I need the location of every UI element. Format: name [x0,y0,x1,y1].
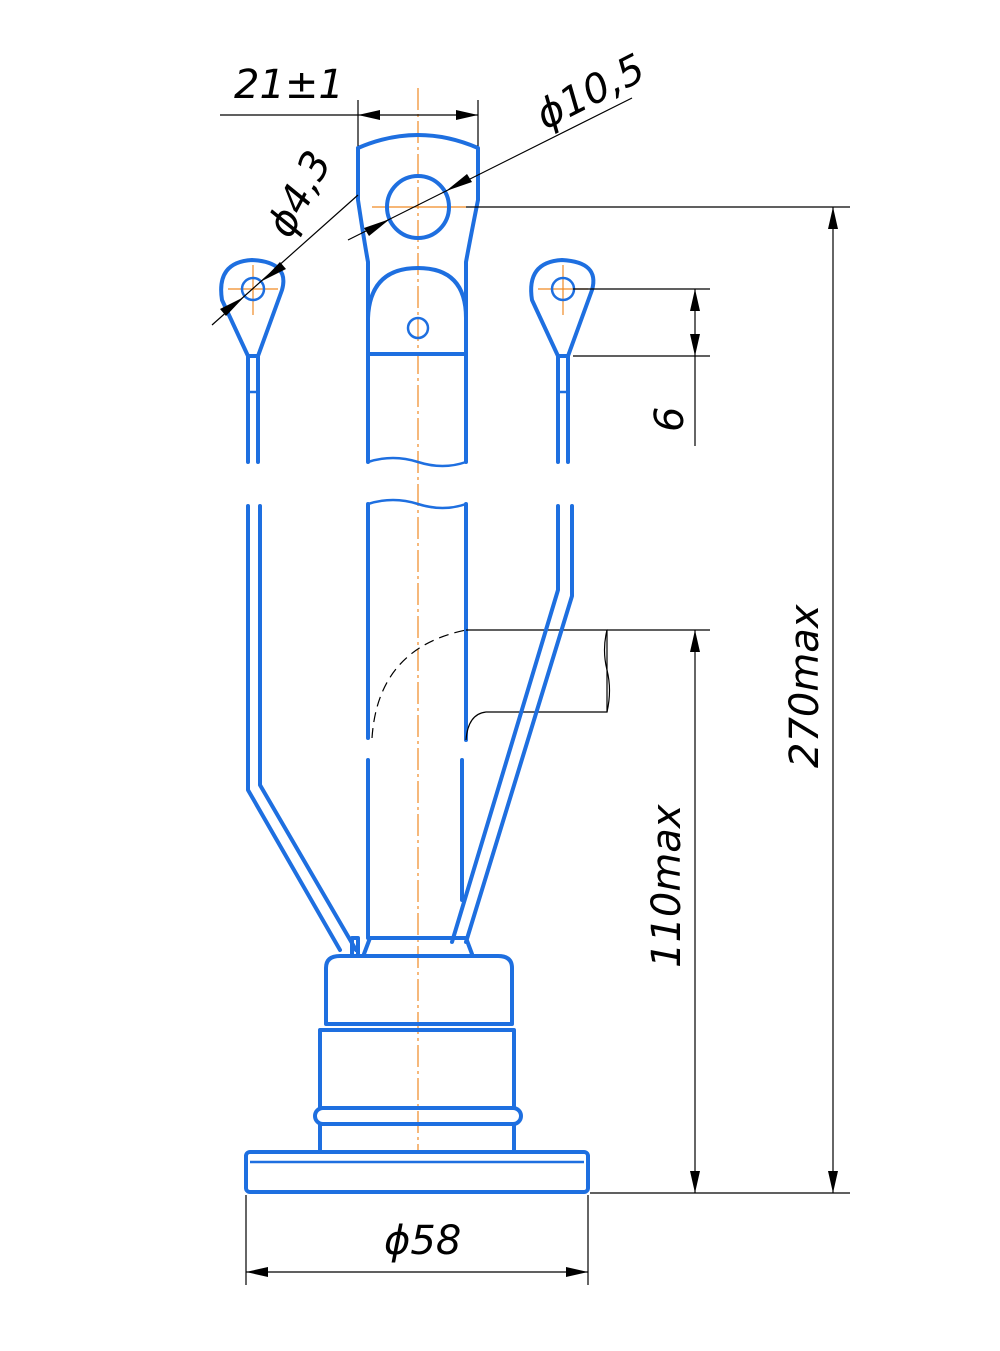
lug-break-line-top [367,456,467,468]
dimension-terminal-hole: ϕ4,3 [211,144,359,326]
left-terminal-wire-bottom [246,504,358,952]
arrow-lug-hole-lower [364,219,390,236]
body-cylinder [318,1028,516,1110]
body-neck [362,936,474,956]
arrow-base-right [566,1267,588,1277]
dim-text-lug-hole: ϕ10,5 [529,46,653,139]
arrow-lead-bottom [690,1171,700,1193]
dim-text-overall-height: 270max [782,604,828,768]
left-control-terminal [219,258,358,952]
cable-lug [356,133,480,468]
dim-text-lug-width: 21±1 [234,62,344,108]
cable-bend-outline [465,629,608,741]
arrow-overall-top [828,207,838,229]
right-terminal-eye [529,258,596,358]
dimension-overall-height: 270max [466,206,850,1193]
dim-text-base-diameter: ϕ58 [384,1218,461,1264]
arrow-offset-top [690,289,700,311]
dimension-lead-height: 110max [590,629,850,1194]
arrow-terminal-hole-upper [262,262,286,281]
left-terminal-eye [219,258,286,358]
cable-bend-break [603,629,611,713]
arrow-lug-hole-upper [446,174,472,191]
leader-lug-hole [347,97,633,241]
right-terminal-wire-top [556,354,570,464]
arrow-base-left [246,1267,268,1277]
lug-hole [385,174,451,240]
dimension-lug-width: 21±1 [220,62,479,146]
dimension-lug-hole: ϕ10,5 [347,46,653,241]
right-terminal-wire-bottom [450,504,574,944]
lug-outline [356,133,480,464]
arrow-terminal-hole-lower [220,297,244,316]
arrow-lug-left [358,110,380,120]
dim-text-lead-height: 110max [644,804,690,968]
dimension-terminal-offset: 6 [573,288,710,446]
dim-text-terminal-offset: 6 [647,407,693,432]
dim-text-terminal-hole: ϕ4,3 [258,144,341,245]
device-body [244,936,590,1194]
base-plate [244,1150,590,1194]
arrow-offset-bottom [690,334,700,356]
lug-small-hole [406,316,430,340]
lug-crimp-arch [366,266,468,320]
cable-break-line-bottom [367,498,467,510]
body-top-cap [324,954,514,1026]
arrow-overall-bottom [828,1171,838,1193]
right-control-terminal [450,258,596,944]
arrow-lug-right [456,110,478,120]
body-lower-cylinder [318,1122,516,1154]
cable-lower [366,498,611,940]
left-terminal-wire-top [246,354,260,464]
cable-hidden-bend [371,629,467,739]
arrow-lead-top [690,630,700,652]
dimension-base-diameter: ϕ58 [245,1195,589,1285]
left-terminal-hole [240,276,266,302]
